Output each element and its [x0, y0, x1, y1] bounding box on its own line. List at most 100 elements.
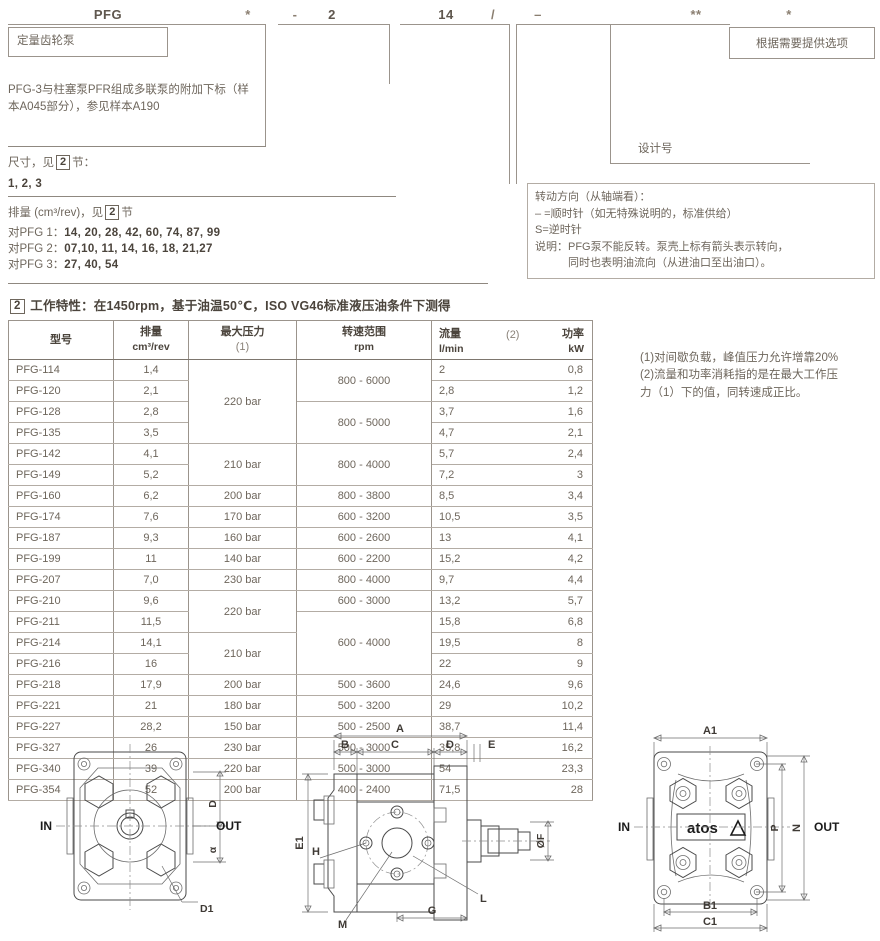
dim-D: D	[207, 800, 219, 808]
cell-displacement: 1,4	[113, 359, 189, 381]
dim-P: P	[769, 824, 781, 831]
th-model: 型号	[8, 320, 114, 360]
section2-title: 工作特性：在1450rpm，基于油温50℃，ISO VG46标准液压油条件下测得	[30, 299, 451, 313]
dim-A1: A1	[703, 725, 717, 737]
cell-flow: 71,5	[439, 784, 461, 796]
th-disp-title: 排量	[140, 326, 162, 339]
cell-power: 6,8	[567, 616, 583, 628]
cell-speed: 500 - 3600	[296, 674, 432, 696]
cell-flow: 2	[439, 364, 446, 376]
cell-pressure: 170 bar	[188, 506, 297, 528]
cell-power: 1,2	[567, 385, 583, 397]
cell-power: 4,2	[567, 553, 583, 565]
leader-rotation-stem	[516, 24, 517, 184]
th-flow-note: (2)	[506, 328, 520, 341]
th-flow-title: 流量	[439, 327, 461, 340]
leader-rotation	[516, 24, 624, 25]
dim-H: H	[312, 846, 320, 858]
rotation-direction-box: 转动方向（从轴端看）： – =顺时针（如无特殊说明的，标准供给） S=逆时针 说…	[527, 183, 875, 279]
cell-model: PFG-149	[8, 464, 114, 486]
cell-model: PFG-211	[8, 611, 114, 633]
dim-E1: E1	[294, 836, 306, 849]
dim-N: N	[791, 824, 803, 832]
leader-family	[8, 24, 168, 25]
options-description-box: 根据需要提供选项	[729, 27, 875, 59]
cell-speed: 600 - 3000	[296, 590, 432, 612]
cell-flow: 13,2	[439, 595, 461, 607]
leader-design-base	[610, 163, 810, 164]
spec-table: 型号 排量 cm³/rev 最大压力 (1) 转速范围 rpm 流量	[8, 320, 593, 801]
options-description-text: 根据需要提供选项	[756, 38, 848, 50]
th-displacement: 排量 cm³/rev	[113, 320, 189, 360]
disp-row-values: 14, 20, 28, 42, 60, 74, 87, 99	[64, 226, 221, 239]
th-flow-power: 流量 l/min (2) 功率 kW	[431, 320, 593, 360]
disp-row-label: 对PFG 3：	[8, 259, 65, 272]
section2-marker: 2	[10, 299, 25, 315]
cell-power: 10,2	[561, 700, 583, 712]
section2-heading: 2 工作特性：在1450rpm，基于油温50℃，ISO VG46标准液压油条件下…	[8, 295, 451, 315]
cell-speed: 800 - 5000	[296, 401, 432, 444]
cell-pressure: 220 bar	[188, 359, 297, 444]
cell-model: PFG-142	[8, 443, 114, 465]
cell-flow-power: 15,8 6,8	[431, 611, 593, 633]
cell-displacement: 16	[113, 653, 189, 675]
cell-flow: 22	[439, 658, 452, 670]
cell-model: PFG-199	[8, 548, 114, 570]
footnote: 力（1）下的值，同转速成正比。	[640, 386, 808, 399]
cell-flow: 4,7	[439, 427, 455, 439]
code-segment-family: PFG	[93, 7, 123, 22]
th-speed-title: 转速范围	[342, 326, 386, 339]
disp-section-marker: 2	[105, 205, 120, 221]
cell-displacement: 11,5	[113, 611, 189, 633]
cell-flow: 5,7	[439, 448, 455, 460]
disp-row: 对PFG 2：07,10, 11, 14, 16, 18, 21,27	[8, 241, 408, 257]
cell-displacement: 5,2	[113, 464, 189, 486]
cell-power: 1,6	[567, 406, 583, 418]
cell-pressure: 140 bar	[188, 548, 297, 570]
cell-displacement: 17,9	[113, 674, 189, 696]
cell-displacement: 4,1	[113, 443, 189, 465]
cell-displacement: 2,1	[113, 380, 189, 402]
cell-flow: 15,8	[439, 616, 461, 628]
cell-flow: 19,5	[439, 637, 461, 649]
cell-pressure: 210 bar	[188, 632, 297, 675]
th-speed: 转速范围 rpm	[296, 320, 432, 360]
cell-speed: 800 - 4000	[296, 569, 432, 591]
port-out-label: OUT	[814, 820, 840, 834]
cell-flow: 2,8	[439, 385, 455, 397]
cell-flow: 38,7	[439, 721, 461, 733]
cell-power: 3	[576, 469, 583, 481]
drawing-rear-view: A1 atos P N IN OUT B1	[604, 722, 880, 937]
cell-pressure: 160 bar	[188, 527, 297, 549]
cell-model: PFG-214	[8, 632, 114, 654]
th-press-note: (1)	[235, 341, 250, 353]
cell-pressure: 180 bar	[188, 695, 297, 717]
dim-C: C	[391, 739, 399, 751]
leader-design	[610, 24, 730, 25]
th-disp-unit: cm³/rev	[132, 341, 170, 353]
cell-model: PFG-174	[8, 506, 114, 528]
cell-pressure: 230 bar	[188, 737, 297, 759]
port-in-label: IN	[618, 820, 630, 834]
leader-series-stem	[265, 24, 266, 146]
size-label-a: 尺寸，见	[8, 157, 54, 169]
cell-displacement: 2,8	[113, 401, 189, 423]
th-speed-unit: rpm	[354, 341, 374, 353]
cell-power: 2,4	[567, 448, 583, 460]
code-segment-slash: /	[490, 7, 496, 22]
cell-speed: 800 - 4000	[296, 443, 432, 486]
th-power-unit: kW	[568, 342, 584, 355]
